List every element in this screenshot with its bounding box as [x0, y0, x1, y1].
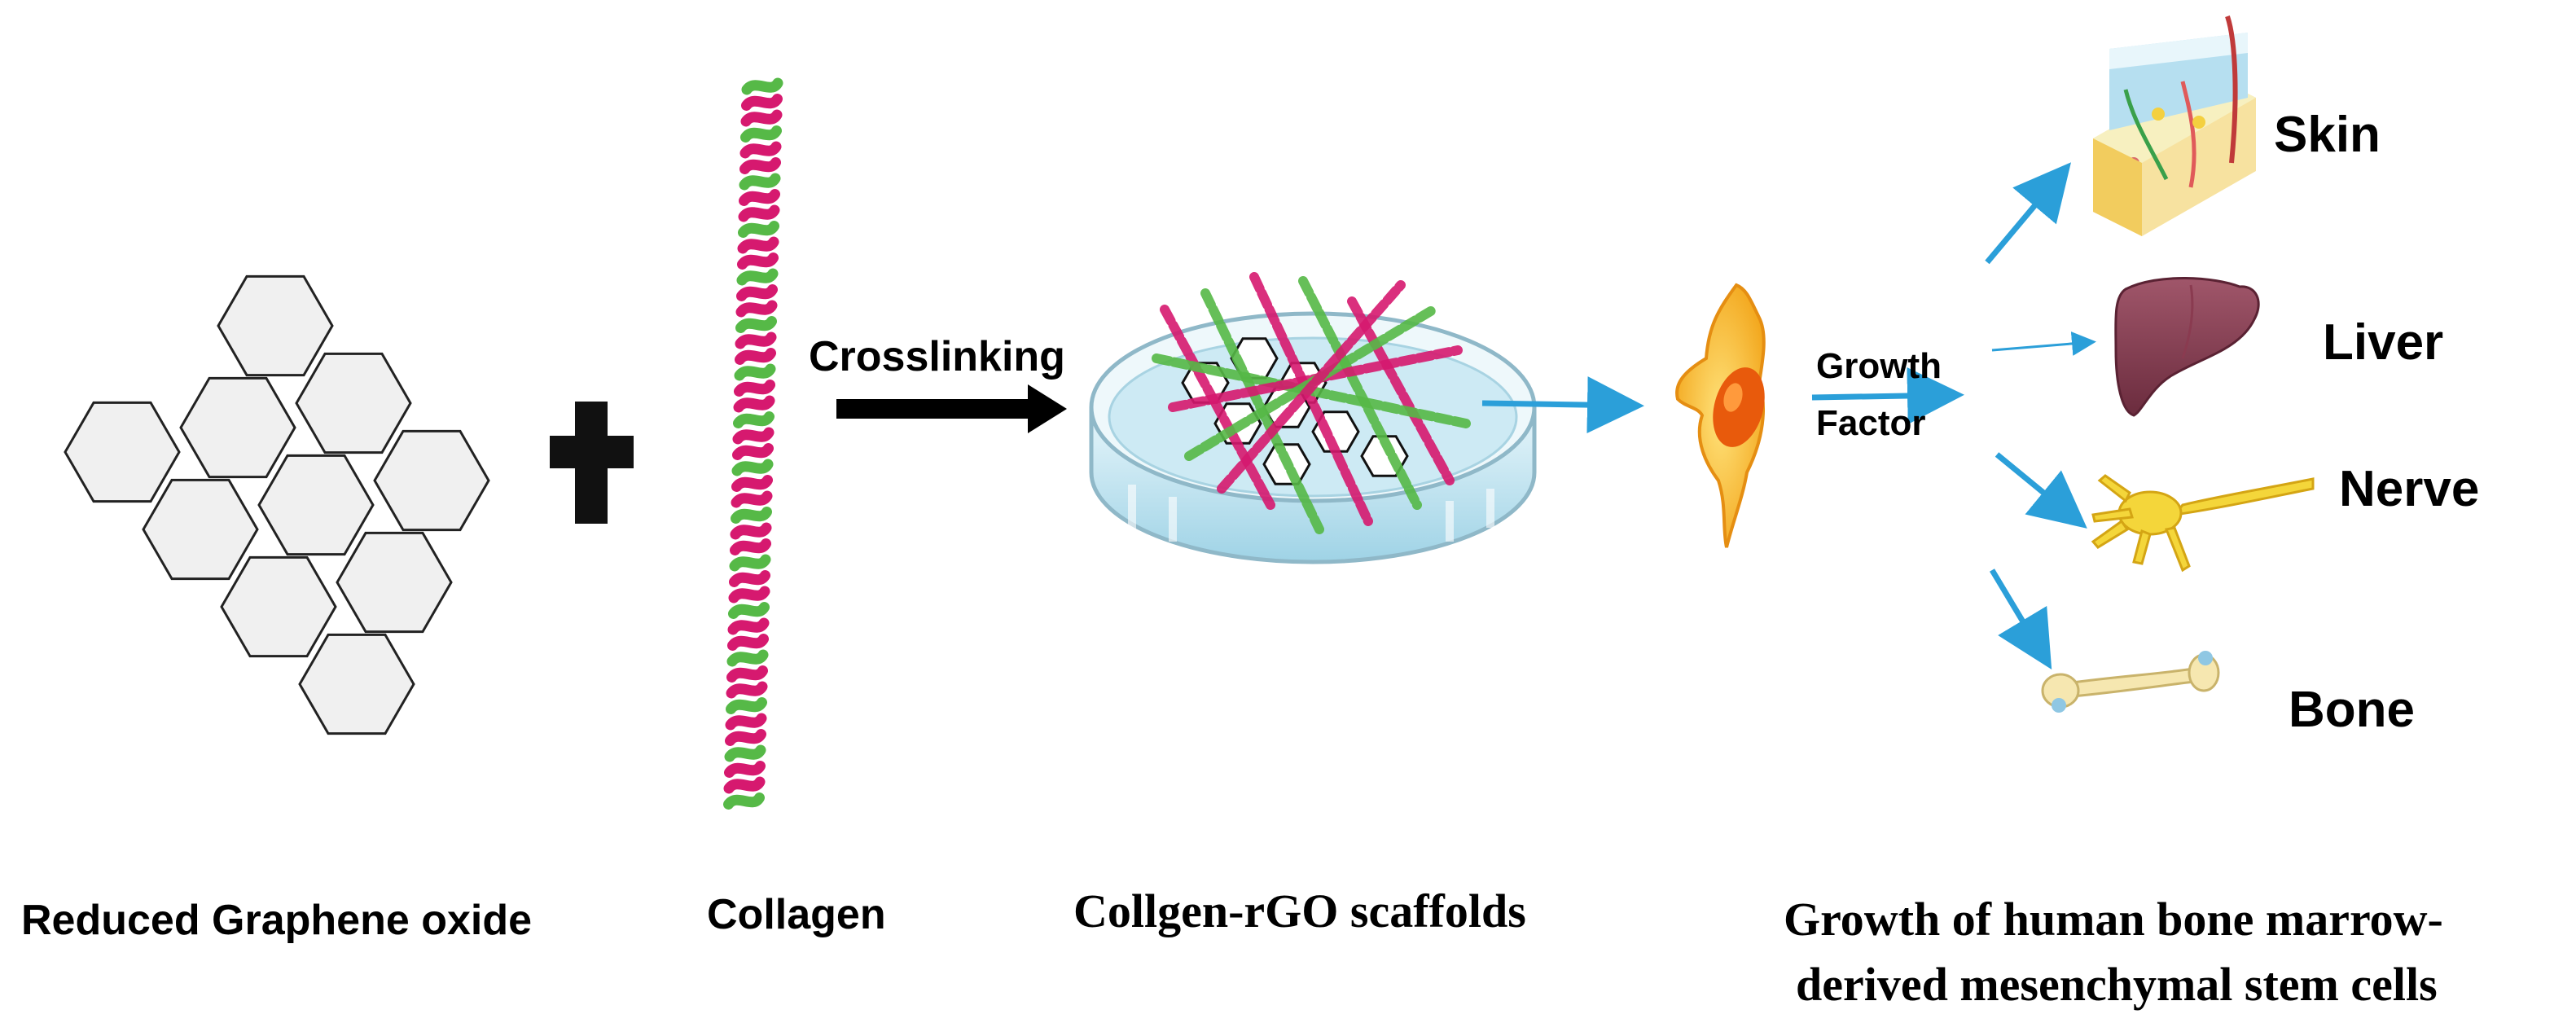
collagen-strand-segment: [734, 363, 776, 381]
collagen-label: Collagen: [707, 891, 886, 938]
growth-factor-label-line1: Growth: [1816, 346, 1942, 386]
collagen-strand-segment: [728, 586, 770, 604]
collagen-strand-segment: [733, 395, 775, 413]
collagen-strand-segment: [730, 538, 771, 555]
graphene-hexagon: [257, 454, 375, 556]
skin-icon: [2093, 15, 2256, 236]
outcome-label-line2: derived mesenchymal stem cells: [1796, 958, 2438, 1011]
liver-icon: [2114, 277, 2260, 417]
scaffold-fiber: [1217, 280, 1406, 494]
collagen-strand-segment: [726, 649, 769, 667]
collagen-strand-segment: [740, 125, 782, 143]
collagen-strand-segment: [737, 236, 779, 254]
liver-label: Liver: [2323, 314, 2444, 371]
collagen-strand-segment: [727, 634, 769, 651]
outcome-label-line1: Growth of human bone marrow-: [1784, 893, 2443, 946]
scaffold-mesh: [1152, 272, 1471, 534]
collagen-strand-segment: [736, 284, 778, 301]
collagen-helix: [723, 77, 783, 810]
collagen-strand-segment: [735, 331, 777, 349]
collagen-strand-segment: [723, 792, 765, 810]
collagen-strand-segment: [740, 109, 783, 127]
arrow-to-liver: [1991, 331, 2096, 356]
graphene-hexagon: [217, 274, 334, 377]
collagen-strand-segment: [733, 411, 775, 428]
bone-label: Bone: [2289, 682, 2415, 738]
collagen-strand-segment: [738, 221, 779, 238]
graphene-hexagon: [142, 478, 259, 581]
collagen-strand-segment: [737, 252, 779, 270]
graphene-hexagon: [336, 531, 453, 634]
rgo-label: Reduced Graphene oxide: [21, 897, 533, 944]
collagen-strand-segment: [724, 744, 766, 762]
arrow-growth-factor: [1811, 367, 1964, 424]
collagen-strand-segment: [725, 729, 766, 746]
graphene-hexagon: [179, 376, 296, 479]
graphene-hexagon-sheet: [64, 274, 490, 735]
collagen-strand-segment: [729, 554, 771, 572]
collagen-strand-segment: [735, 300, 778, 318]
graphene-hexagon: [373, 429, 490, 532]
collagen-strand-segment: [739, 141, 782, 159]
collagen-strand-segment: [732, 427, 775, 445]
collagen-strand-segment: [723, 776, 766, 794]
collagen-strand-segment: [726, 665, 768, 683]
collagen-strand-segment: [735, 316, 777, 333]
collagen-strand-segment: [738, 204, 780, 222]
collagen-strand-segment: [726, 697, 767, 714]
collagen-strand-segment: [724, 761, 766, 778]
collagen-strand-segment: [731, 507, 772, 524]
collagen-strand-segment: [731, 475, 773, 492]
arrow-to-bone: [1989, 568, 2052, 670]
scaffold-fiber: [1298, 276, 1422, 510]
collagen-strand-segment: [739, 173, 781, 191]
collagen-strand-segment: [726, 681, 768, 699]
scaffold-fiber: [1249, 272, 1373, 526]
graphene-hexagon: [220, 555, 337, 658]
plus-icon: [550, 402, 634, 524]
collagen-strand-segment: [741, 94, 783, 111]
collagen-strand-segment: [732, 443, 774, 460]
collagen-strand-segment: [736, 268, 779, 286]
bone-icon: [2041, 651, 2220, 713]
growth-factor-label-line2: Factor: [1816, 403, 1926, 443]
collagen-strand-segment: [735, 348, 776, 365]
scaffold-fiber: [1347, 296, 1455, 485]
skin-label: Skin: [2274, 107, 2381, 163]
collagen-strand-segment: [725, 713, 767, 731]
crosslinking-arrow: [836, 384, 1067, 433]
petri-dish: [1089, 272, 1537, 564]
collagen-strand-segment: [729, 570, 770, 587]
collagen-strand-segment: [739, 157, 781, 174]
collagen-strand-segment: [730, 522, 772, 540]
scaffold-label: Collgen-rGO scaffolds: [1073, 885, 1526, 937]
stem-cell: [1675, 283, 1766, 548]
nerve-icon: [2091, 474, 2315, 573]
nerve-label: Nerve: [2339, 461, 2480, 517]
graphene-hexagon: [295, 352, 412, 454]
arrow-to-skin: [1985, 162, 2072, 265]
graphene-hexagon: [64, 401, 181, 503]
collagen-strand-segment: [734, 380, 775, 397]
collagen-strand-segment: [728, 602, 770, 619]
collagen-strand-segment: [727, 617, 770, 635]
collagen-strand-segment: [741, 77, 783, 95]
graphene-hexagon: [298, 633, 415, 735]
arrow-to-cell: [1481, 376, 1644, 434]
collagen-strand-segment: [731, 490, 773, 508]
collagen-strand-segment: [739, 189, 780, 206]
scaffold-fiber: [1160, 305, 1275, 510]
collagen-strand-segment: [731, 459, 774, 476]
arrow-to-nerve: [1995, 452, 2087, 529]
crosslinking-label: Crosslinking: [809, 333, 1065, 380]
